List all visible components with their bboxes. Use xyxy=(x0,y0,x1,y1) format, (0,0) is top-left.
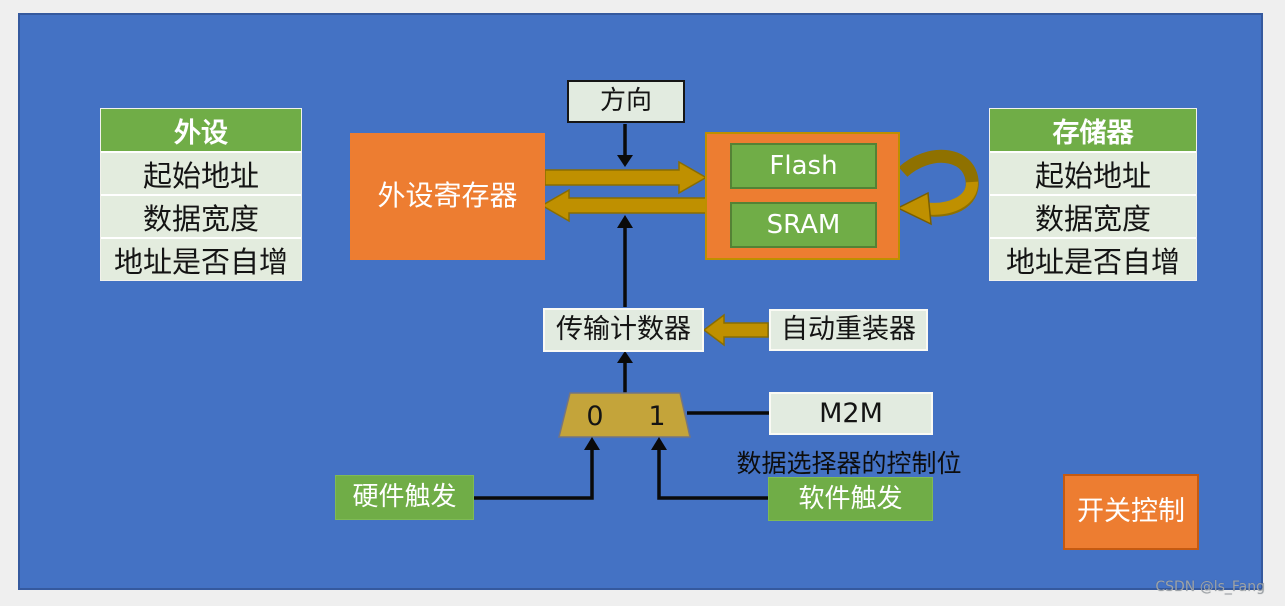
peripheral-table: 外设 起始地址 数据宽度 地址是否自增 xyxy=(100,108,302,281)
peripheral-register-box: 外设寄存器 xyxy=(350,133,545,260)
hardware-trigger-box: 硬件触发 xyxy=(335,475,474,520)
direction-box: 方向 xyxy=(567,80,685,123)
m2m-box: M2M xyxy=(769,392,933,435)
memory-table-header: 存储器 xyxy=(990,109,1196,151)
software-trigger-box: 软件触发 xyxy=(768,477,933,521)
memory-table: 存储器 起始地址 数据宽度 地址是否自增 xyxy=(989,108,1197,281)
table-row: 起始地址 xyxy=(990,151,1196,194)
flash-box: Flash xyxy=(730,143,877,189)
mux-input-1-label: 1 xyxy=(648,401,666,432)
table-row: 地址是否自增 xyxy=(101,237,301,280)
peripheral-table-header: 外设 xyxy=(101,109,301,151)
memory-container-box: Flash SRAM xyxy=(705,132,900,260)
sram-box: SRAM xyxy=(730,202,877,248)
transfer-counter-box: 传输计数器 xyxy=(543,308,704,352)
watermark: CSDN @ls_Fang xyxy=(1155,579,1265,595)
table-row: 数据宽度 xyxy=(101,194,301,237)
mux-input-0-label: 0 xyxy=(586,401,604,432)
auto-reload-box: 自动重装器 xyxy=(769,309,928,351)
table-row: 数据宽度 xyxy=(990,194,1196,237)
mux-control-note: 数据选择器的控制位 xyxy=(736,449,962,478)
switch-control-box: 开关控制 xyxy=(1063,474,1199,550)
table-row: 起始地址 xyxy=(101,151,301,194)
table-row: 地址是否自增 xyxy=(990,237,1196,280)
